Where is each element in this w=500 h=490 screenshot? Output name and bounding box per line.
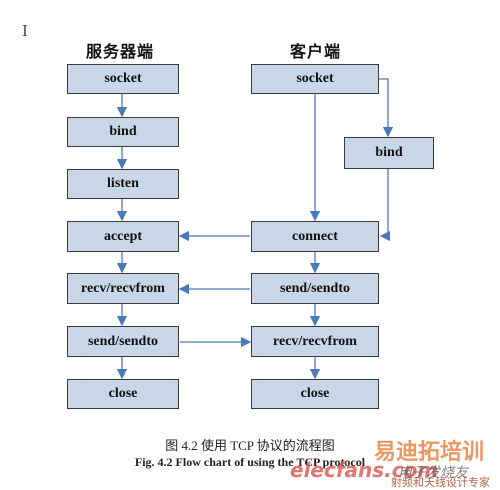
watermark-site: elecfans.com: [290, 458, 439, 482]
server-close-box: close: [67, 379, 179, 409]
server-recv-box: recv/recvfrom: [67, 273, 179, 304]
text-cursor-icon: I: [22, 22, 28, 40]
figure-caption-chinese: 图 4.2 使用 TCP 协议的流程图: [165, 438, 335, 453]
watermark-brand: 易迪拓培训: [373, 440, 484, 465]
arrow-client-bind-connect: [379, 168, 391, 242]
watermark-slogan: 射频和天线设计专家: [391, 476, 490, 489]
server-socket-box: socket: [67, 64, 179, 94]
client-bind-box: bind: [344, 137, 434, 169]
server-listen-box: listen: [67, 169, 179, 199]
server-accept-box: accept: [67, 221, 179, 252]
client-socket-box: socket: [251, 64, 379, 94]
arrow-client-socket-bind: [378, 78, 394, 138]
figure-caption-english: Fig. 4.2 Flow chart of using the TCP pro…: [134, 455, 366, 469]
client-column-title: 客户端: [290, 44, 342, 61]
watermark-site-cn: 电子发烧友: [398, 465, 468, 481]
server-column-title: 服务器端: [86, 44, 155, 61]
client-recv-box: recv/recvfrom: [251, 326, 379, 357]
server-send-box: send/sendto: [67, 326, 179, 357]
client-send-box: send/sendto: [251, 273, 379, 304]
server-bind-box: bind: [67, 117, 179, 147]
client-connect-box: connect: [251, 221, 379, 252]
client-close-box: close: [251, 379, 379, 409]
